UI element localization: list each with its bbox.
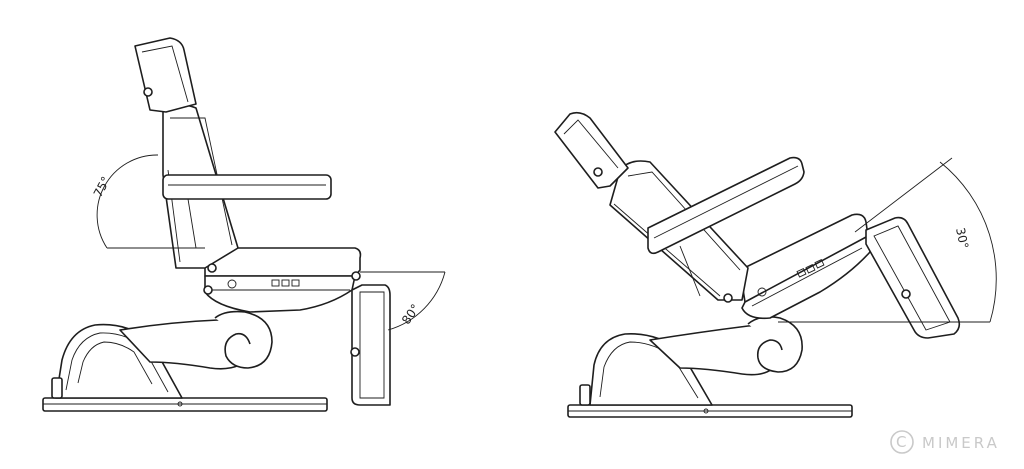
pedestal-base-right (579, 333, 713, 406)
watermark: C MIMERA (890, 430, 1000, 454)
watermark-brand: MIMERA (922, 434, 1000, 452)
armrest (162, 174, 332, 249)
base-plate-right (567, 404, 853, 418)
leg-angle-label-right: 30° (953, 226, 971, 250)
armrest-right (647, 156, 805, 297)
watermark-symbol: C (896, 433, 906, 451)
headrest (134, 37, 197, 113)
base-plate (42, 397, 328, 412)
chair-upright-position: 75° 80° (42, 37, 446, 412)
copyright-icon (890, 430, 914, 454)
lift-column (119, 310, 273, 370)
headrest-right (554, 111, 629, 189)
leg-angle-label-left: 80° (399, 302, 423, 327)
seat-right (733, 213, 871, 320)
seat (203, 247, 362, 313)
chair-reclined-position: 30° (554, 111, 997, 418)
legrest-right (865, 216, 961, 339)
leg-angle-indicator-right: 30° (778, 157, 997, 323)
legrest (350, 284, 391, 406)
lift-column-right (649, 316, 803, 376)
